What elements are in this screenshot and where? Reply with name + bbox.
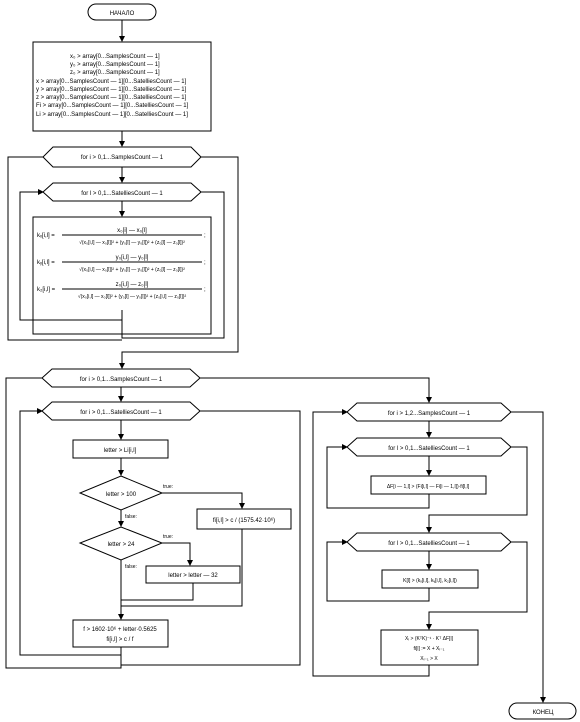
loop7-label: for l > 0,1...SatelliesCount — 1 [388, 541, 470, 547]
eq-denominator: √(x₀[i,l] — x₀[l])² + (y₀[l] — y₀[l])² +… [79, 239, 185, 246]
condition1: letter > 100 [106, 492, 137, 498]
init-line: z₀ > array[0...SamplesCount — 1] [70, 70, 160, 76]
loop5-label: for i > 1,2...SamplesCount — 1 [388, 411, 471, 417]
true-label: true: [163, 534, 173, 540]
loop3-header: for i > 0,1...SamplesCount — 1 [41, 368, 201, 388]
end-terminator: КОНЕЦ [508, 702, 577, 720]
loop6-header: for l > 0,1...SatelliesCount — 1 [346, 437, 512, 457]
letter-sub: letter > letter — 32 [168, 573, 218, 579]
init-line: Fi > array[0...SamplesCount — 1][0...Sat… [36, 103, 189, 109]
eq-numerator: x₀[i] — x₀[l] [117, 228, 147, 234]
false-label: false: [125, 514, 137, 520]
init-line: z > array[0...SamplesCount — 1][0...Sate… [36, 95, 187, 101]
letter-sub-block: letter > letter — 32 [145, 565, 241, 584]
final-line: fi[i] := X + Xᵢ₋₁ [414, 646, 445, 652]
solution-block: Xᵢ > (KᵀK)⁻¹ · Kᵀ ΔF[i] fi[i] := X + Xᵢ₋… [380, 629, 479, 666]
init-block: x₀ > array[0...SamplesCount — 1] y₀ > ar… [32, 41, 212, 132]
false-label: false: [125, 564, 137, 570]
end-label: КОНЕЦ [533, 710, 554, 716]
eq-numerator: z₀[i,l] — z₀[l] [116, 282, 149, 288]
loop2-header: for l > 0,1...SatelliesCount — 1 [42, 182, 202, 202]
start-terminator: НАЧАЛО [87, 3, 157, 21]
condition1-diamond: letter > 100 [78, 475, 164, 511]
freq-line: fi[i,l] > c / f [106, 637, 134, 643]
eq-end: ; [204, 233, 206, 239]
letter-assign: letter > Li[i,l] [104, 448, 137, 454]
eq-lhs: kₓ[i,l] = [37, 233, 55, 239]
loop4-header: for i > 0,1...SatelliesCount — 1 [41, 401, 201, 421]
true-label: true: [163, 484, 173, 490]
loop5-header: for i > 1,2...SamplesCount — 1 [346, 402, 512, 422]
start-label: НАЧАЛО [110, 11, 135, 17]
eq-end: ; [204, 287, 206, 293]
init-line: x₀ > array[0...SamplesCount — 1] [70, 54, 160, 60]
k-assign: K[l] > (kₓ[i,l], kᵧ[i,l], k₂[i,l]) [403, 578, 457, 584]
init-line: y₀ > array[0...SamplesCount — 1] [70, 62, 160, 68]
eq-denominator: √(x₀[i,l] — x₀[l])² + (y₀[l] — y₀[l])² +… [79, 266, 185, 273]
loop7-header: for l > 0,1...SatelliesCount — 1 [346, 532, 512, 552]
loop2-label: for l > 0,1...SatelliesCount — 1 [81, 191, 163, 197]
letter-assign-block: letter > Li[i,l] [72, 439, 169, 459]
eq-lhs: kᵧ[i,l] = [37, 260, 55, 266]
loop1-header: for i > 0,1...SamplesCount — 1 [42, 146, 202, 168]
eq-numerator: y₀[i,l] — y₀[l] [116, 255, 149, 261]
eq-end: ; [204, 260, 206, 266]
final-line: Xᵢ₋₁ > X [420, 656, 438, 662]
init-line: y > array[0...SamplesCount — 1][0...Sate… [36, 87, 187, 93]
condition2: letter > 24 [108, 542, 136, 548]
eq-denominator: √(x₀[i,l] — x₀[l])² + (y₀[l] — y₀[l])² +… [78, 293, 187, 300]
phase-diff-block: ΔF[i — 1,l] > (Fi[i,l] — Fi[i — 1,l])·fi… [370, 475, 487, 495]
frequency-block: f > 1602·10⁶ + letter·0.5625 fi[i,l] > c… [72, 619, 169, 648]
freq-line: f > 1602·10⁶ + letter·0.5625 [83, 626, 157, 633]
condition2-diamond: letter > 24 [78, 526, 164, 561]
phase-diff: ΔF[i — 1,l] > (Fi[i,l] — Fi[i — 1,l])·fi… [387, 484, 470, 490]
k-assign-block: K[l] > (kₓ[i,l], kᵧ[i,l], k₂[i,l]) [381, 569, 479, 589]
loop6-label: for l > 0,1...SatelliesCount — 1 [388, 446, 470, 452]
init-line: x > array[0...SamplesCount — 1][0...Sate… [36, 79, 187, 85]
final-line: Xᵢ > (KᵀK)⁻¹ · Kᵀ ΔF[i] [405, 636, 454, 642]
direction-cosines-block: kₓ[i,l] = x₀[i] — x₀[l] √(x₀[i,l] — x₀[l… [32, 216, 212, 335]
loop1-label: for i > 0,1...SamplesCount — 1 [81, 155, 164, 161]
fi-gps-eq: fi[i,l] > c / (1575.42·10⁶) [213, 517, 275, 524]
fi-gps-block: fi[i,l] > c / (1575.42·10⁶) [196, 508, 292, 530]
init-line: Li > array[0...SamplesCount — 1][0...Sat… [36, 112, 188, 118]
loop3-label: for i > 0,1...SamplesCount — 1 [80, 377, 163, 383]
eq-lhs: k₂[i,l] = [37, 287, 56, 293]
loop4-label: for i > 0,1...SatelliesCount — 1 [80, 410, 162, 416]
